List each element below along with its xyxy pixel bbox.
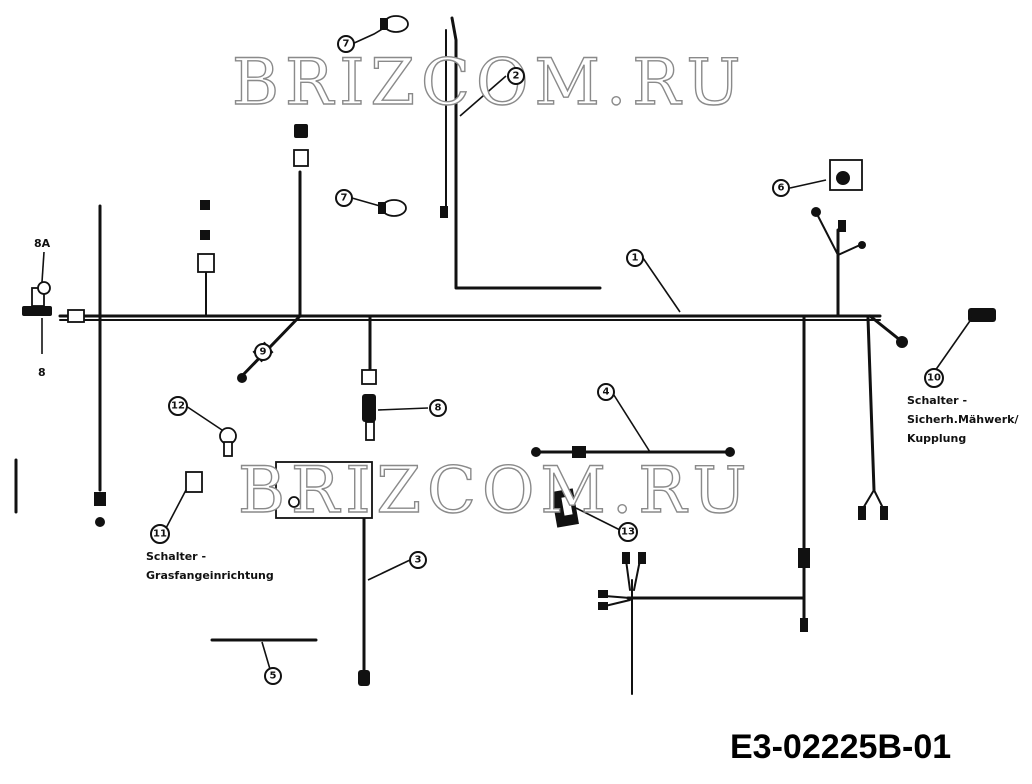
main-harness xyxy=(58,170,902,695)
svg-text:10: 10 xyxy=(927,373,941,384)
svg-text:Kupplung: Kupplung xyxy=(907,432,966,445)
callout-3: 3 xyxy=(409,551,427,569)
callout-11: 11 xyxy=(150,524,170,544)
callout-1: 1 xyxy=(626,249,644,267)
drawing-number: E3-02225B-01 xyxy=(730,728,951,766)
cable-part-4 xyxy=(531,446,735,458)
component-symbols xyxy=(14,15,996,632)
callout-7-upper: 7 xyxy=(337,35,355,53)
callout-10: 10 xyxy=(924,368,944,388)
svg-text:Grasfangeinrichtung: Grasfangeinrichtung xyxy=(146,569,274,582)
label-switch-grass-catcher: Schalter - Grasfangeinrichtung xyxy=(146,550,274,582)
svg-text:Schalter -: Schalter - xyxy=(146,550,206,563)
callout-4: 4 xyxy=(597,383,615,401)
svg-text:1: 1 xyxy=(632,253,639,264)
callout-2: 2 xyxy=(507,67,525,85)
label-switch-safety-clutch: Schalter - Sicherh.Mähwerk/ Kupplung xyxy=(907,394,1020,445)
harness-part-2 xyxy=(445,16,602,290)
svg-text:6: 6 xyxy=(778,183,785,194)
callout-6: 6 xyxy=(772,179,790,197)
svg-text:Schalter -: Schalter - xyxy=(907,394,967,407)
svg-text:8: 8 xyxy=(435,403,442,414)
svg-text:5: 5 xyxy=(270,671,277,682)
callout-12: 12 xyxy=(168,396,188,416)
callout-13: 13 xyxy=(618,522,638,542)
leader-lines xyxy=(41,27,973,677)
callout-8: 8 xyxy=(429,399,447,417)
svg-text:9: 9 xyxy=(260,347,267,358)
fuse-rating-label: 8A xyxy=(34,237,51,250)
watermark-middle: BRIZCOM.RU xyxy=(238,454,752,528)
svg-text:11: 11 xyxy=(153,529,167,540)
svg-text:3: 3 xyxy=(415,555,422,566)
svg-text:Sicherh.Mähwerk/: Sicherh.Mähwerk/ xyxy=(907,413,1020,426)
watermark-top: BRIZCOM.RU xyxy=(232,46,746,120)
callout-9: 9 xyxy=(254,343,272,361)
svg-text:4: 4 xyxy=(603,387,610,398)
svg-text:2: 2 xyxy=(513,71,520,82)
callout-7-lower: 7 xyxy=(335,189,353,207)
svg-text:13: 13 xyxy=(621,527,635,538)
svg-text:7: 7 xyxy=(343,39,350,50)
svg-text:7: 7 xyxy=(341,193,348,204)
fuse-callout-label: 8 xyxy=(38,366,46,379)
svg-text:12: 12 xyxy=(171,401,185,412)
callout-5: 5 xyxy=(264,667,282,685)
